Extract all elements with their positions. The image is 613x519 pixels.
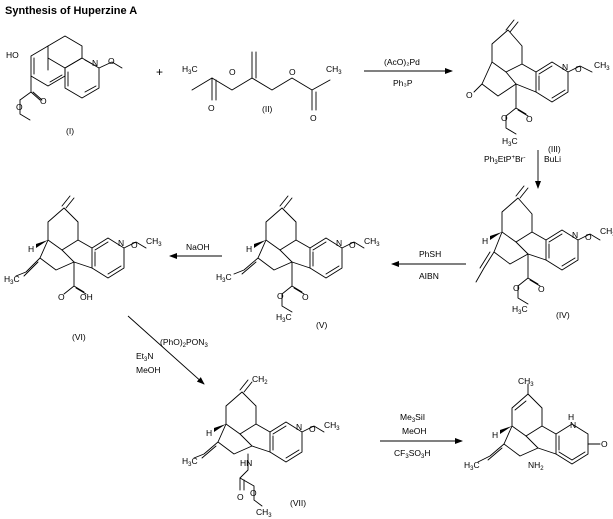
atom-CH3: CH3: [600, 226, 613, 238]
atom-O: O: [538, 284, 545, 294]
atom-CH3: CH3: [256, 507, 272, 519]
atom-O: O: [349, 240, 356, 250]
compound-label-VI: (VI): [72, 332, 86, 342]
compound-label-IV: (IV): [556, 310, 570, 320]
atom-O: O: [575, 64, 582, 74]
atom-CH3: CH3: [324, 420, 340, 432]
atom-H: H: [482, 236, 488, 246]
atom-O: O: [310, 113, 317, 123]
compound-huperzine-a: [477, 383, 601, 465]
compound-VI: [15, 195, 147, 295]
compound-V: [233, 195, 365, 313]
atom-H3C: H3C: [182, 456, 198, 468]
reagent-thiophenol: PhSH: [419, 249, 441, 259]
reagent-sodium-hydroxide: NaOH: [186, 242, 210, 252]
atom-O: O: [466, 90, 473, 100]
atom-H3C: H3C: [4, 274, 20, 286]
compound-IV: [475, 185, 601, 305]
atom-H: H: [492, 430, 498, 440]
atom-HO: HO: [6, 50, 19, 60]
atom-O: O: [237, 492, 244, 502]
atom-O: O: [513, 283, 520, 293]
reagent-dppa: (PhO)2PON3: [160, 337, 208, 349]
atom-O: O: [309, 424, 316, 434]
atom-N: N: [296, 422, 302, 432]
reagent-methanol: MeOH: [402, 426, 427, 436]
atom-O: O: [131, 240, 138, 250]
scheme-title: Synthesis of Huperzine A: [5, 5, 137, 17]
atom-O: O: [526, 114, 533, 124]
atom-CH3: CH3: [326, 64, 342, 76]
atom-N: N: [562, 62, 568, 72]
compound-III: [473, 19, 593, 135]
atom-O: O: [250, 488, 257, 498]
compound-VII: [193, 379, 325, 507]
atom-O: O: [40, 96, 47, 106]
atom-HN: HN: [240, 458, 252, 468]
atom-O: O: [208, 103, 215, 113]
atom-O: O: [58, 292, 65, 302]
atom-O: O: [277, 291, 284, 301]
reaction-arrow-5: [127, 315, 205, 385]
atom-H3C: H3C: [182, 64, 198, 76]
compound-I: [19, 35, 123, 121]
atom-O: O: [229, 67, 236, 77]
atom-O: O: [585, 232, 592, 242]
reagent-triphenylphosphine: Ph₃P: [393, 78, 413, 88]
atom-HN: H: [568, 412, 574, 422]
atom-CH3: CH3: [364, 236, 380, 248]
reagent-palladium-acetate: (AcO)₂Pd: [384, 57, 420, 67]
atom-H: H: [28, 244, 34, 254]
atom-H3C: H3C: [276, 312, 292, 324]
reagent-triethylamine: Et3N: [136, 351, 154, 363]
atom-O: O: [289, 67, 296, 77]
atom-OH: OH: [80, 292, 93, 302]
reagent-triflic-acid: CF3SO3H: [394, 448, 430, 460]
reagent-methanol: MeOH: [136, 365, 161, 375]
compound-label-VII: (VII): [290, 498, 306, 508]
reagent-aibn: AIBN: [419, 271, 439, 281]
atom-N: N: [118, 238, 124, 248]
compound-label-V: (V): [316, 320, 328, 330]
atom-H: H: [206, 428, 212, 438]
atom-O: O: [302, 292, 309, 302]
atom-NH2: NH2: [528, 460, 544, 472]
atom-CH3: CH3: [594, 60, 610, 72]
compound-label-III: (III): [548, 144, 561, 154]
compound-label-I: (I): [66, 126, 74, 136]
atom-N: N: [92, 58, 98, 68]
atom-O: O: [108, 56, 115, 66]
atom-H: H: [246, 244, 252, 254]
atom-H3C: H3C: [464, 460, 480, 472]
atom-N: N: [570, 420, 576, 430]
reagent-ylide-salt: Ph3EtP+Br-: [484, 154, 525, 166]
atom-H3C: H3C: [216, 272, 232, 284]
plus-sign: +: [156, 65, 163, 79]
atom-CH3: CH3: [146, 236, 162, 248]
atom-O: O: [601, 439, 608, 449]
atom-O: O: [501, 113, 508, 123]
reagent-butyllithium: BuLi: [544, 154, 561, 164]
atom-N: N: [572, 230, 578, 240]
atom-N: N: [336, 238, 342, 248]
compound-label-II: (II): [262, 104, 273, 114]
atom-O: O: [16, 102, 23, 112]
atom-H3C: H3C: [512, 304, 528, 316]
atom-CH2: CH2: [252, 374, 268, 386]
atom-CH3: CH3: [518, 376, 534, 388]
compound-II: [191, 51, 331, 111]
reagent-tmsi: Me3SiI: [400, 412, 425, 424]
atom-H3C: H3C: [502, 136, 518, 148]
